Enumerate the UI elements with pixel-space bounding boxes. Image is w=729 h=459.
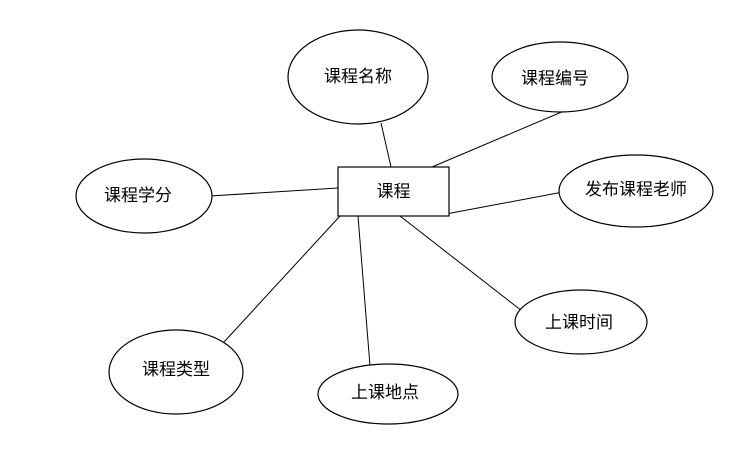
attribute-course-number: 课程编号 [491,41,629,113]
connector-entity-time [399,215,523,312]
connectors [209,107,572,367]
attribute-label: 课程学分 [104,186,172,206]
connector-entity-number [431,107,572,168]
entity-label: 课程 [377,182,411,202]
connector-entity-name [380,122,392,168]
attribute-label: 上课时间 [545,313,613,333]
connector-entity-location [357,215,371,367]
attribute-class-time: 上课时间 [514,289,648,355]
connector-entity-teacher [445,191,564,215]
entity-box [337,166,450,217]
attribute-ellipse [108,329,244,415]
attribute-ellipse [491,41,629,113]
entity-course: 课程 [337,166,450,217]
attribute-course-name: 课程名称 [287,29,429,125]
attribute-label: 课程名称 [324,67,392,87]
attribute-ellipse [287,29,429,125]
attribute-label: 上课地点 [351,383,419,403]
connector-entity-category [223,215,341,343]
attribute-ellipse [558,154,714,228]
attribute-teacher: 发布课程老师 [558,154,714,228]
attribute-label: 发布课程老师 [585,180,687,200]
connector-entity-credit [209,187,339,197]
attribute-course-category: 课程类型 [108,329,244,415]
attribute-class-location: 上课地点 [317,363,459,425]
attribute-course-credit: 课程学分 [75,158,213,234]
attribute-ellipse [514,289,648,355]
attribute-ellipse [75,158,213,234]
attribute-label: 课程类型 [142,360,210,380]
attribute-ellipse [317,363,459,425]
attribute-label: 课程编号 [521,69,589,89]
